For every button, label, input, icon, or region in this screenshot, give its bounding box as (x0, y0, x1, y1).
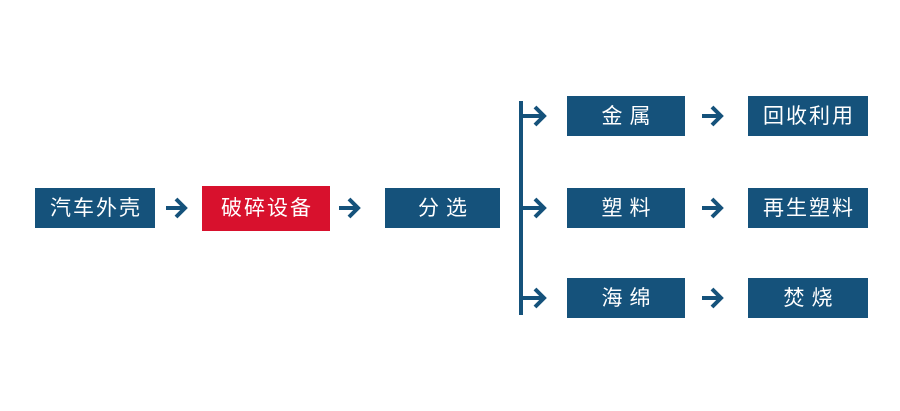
node-metal: 金属 (567, 96, 685, 136)
node-sorting-label: 分选 (418, 195, 474, 220)
arrow-right-icon (702, 197, 724, 219)
node-sorting: 分选 (385, 188, 500, 228)
node-car-shell-label: 汽车外壳 (50, 195, 142, 220)
node-metal-label: 金属 (601, 103, 658, 128)
node-crusher-label: 破碎设备 (221, 196, 313, 220)
node-incinerate-label: 焚烧 (783, 285, 840, 310)
node-regen-plastic-label: 再生塑料 (763, 195, 855, 220)
branch-connector-line (519, 101, 523, 315)
node-regen-plastic: 再生塑料 (748, 188, 868, 228)
arrow-right-icon (166, 197, 188, 219)
node-recycle: 回收利用 (748, 96, 868, 136)
node-sponge-label: 海绵 (601, 285, 658, 310)
branch-arrow-icon (522, 287, 547, 309)
branch-arrow-icon (522, 197, 547, 219)
arrow-right-icon (702, 287, 724, 309)
branch-arrow-icon (522, 105, 547, 127)
node-plastic: 塑料 (567, 188, 685, 228)
node-sponge: 海绵 (567, 278, 685, 318)
node-plastic-label: 塑料 (601, 195, 658, 220)
node-car-shell: 汽车外壳 (35, 188, 155, 228)
arrow-right-icon (339, 197, 361, 219)
node-recycle-label: 回收利用 (763, 103, 855, 128)
node-crusher: 破碎设备 (202, 186, 330, 231)
arrow-right-icon (702, 105, 724, 127)
node-incinerate: 焚烧 (748, 278, 868, 318)
